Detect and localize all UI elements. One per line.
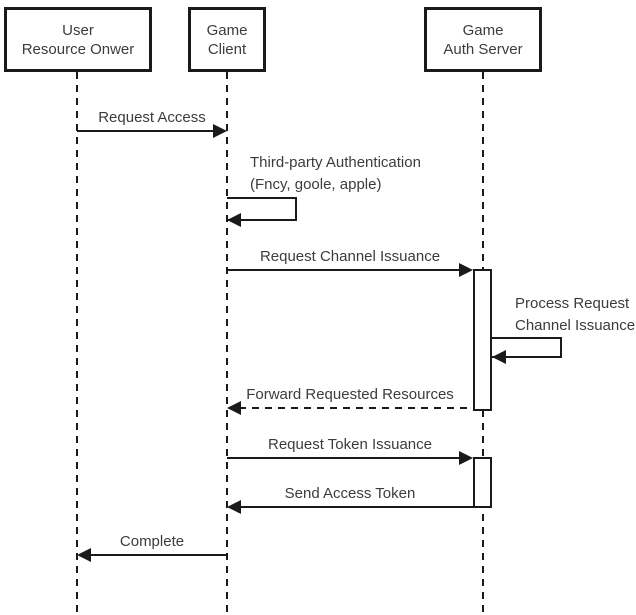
arrowhead-left-icon [227, 213, 241, 227]
actor-box-game-auth-server: Game Auth Server [424, 7, 542, 72]
message-label-process-request-line1: Process Request [515, 295, 630, 312]
self-message-loop-auth-server [492, 337, 562, 358]
message-label-send-access-token: Send Access Token [284, 485, 416, 502]
message-label-third-party-auth-line1: Third-party Authentication [250, 154, 421, 171]
arrowhead-right-icon [213, 124, 227, 138]
message-label-forward-requested-resources: Forward Requested Resources [246, 386, 454, 403]
message-line-request-token-issuance [227, 457, 459, 459]
message-label-request-access: Request Access [98, 109, 206, 126]
activation-bar-channel-issuance [473, 269, 492, 411]
arrowhead-left-icon [227, 500, 241, 514]
message-line-forward-requested-resources [239, 407, 473, 409]
arrowhead-left-icon [227, 401, 241, 415]
actor-box-user-resource-owner: User Resource Onwer [4, 7, 152, 72]
actor-label-line2: Resource Onwer [21, 40, 135, 58]
actor-label-line1: User [62, 21, 94, 39]
arrowhead-left-icon [492, 350, 506, 364]
self-message-loop-game-client [227, 197, 297, 221]
activation-bar-token-issuance [473, 457, 492, 508]
actor-label-line1: Game [206, 21, 248, 39]
message-label-process-request-line2: Channel Issuance [515, 317, 636, 334]
message-line-send-access-token [239, 506, 473, 508]
message-line-request-channel-issuance [227, 269, 459, 271]
message-label-complete: Complete [119, 533, 185, 550]
message-line-request-access [77, 130, 215, 132]
arrowhead-left-icon [77, 548, 91, 562]
message-line-complete [89, 554, 227, 556]
actor-label-line2: Auth Server [443, 40, 523, 58]
message-label-request-token-issuance: Request Token Issuance [268, 436, 432, 453]
message-label-third-party-auth-line2: (Fncy, goole, apple) [250, 176, 382, 193]
actor-label-line2: Client [207, 40, 247, 58]
arrowhead-right-icon [459, 263, 473, 277]
message-label-request-channel-issuance: Request Channel Issuance [259, 248, 441, 265]
arrowhead-right-icon [459, 451, 473, 465]
actor-label-line1: Game [462, 21, 504, 39]
lifeline-user-resource-owner [76, 72, 78, 615]
actor-box-game-client: Game Client [188, 7, 266, 72]
lifeline-game-client [226, 72, 228, 615]
